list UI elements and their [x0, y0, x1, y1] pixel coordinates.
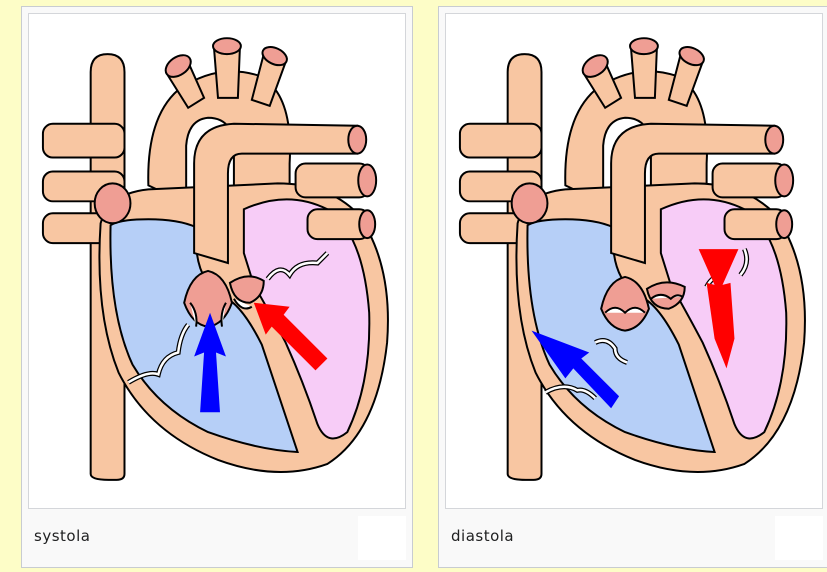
- systole-heart-svg: [29, 14, 405, 508]
- systole-panel: systola: [21, 6, 413, 568]
- diastole-caption: diastola: [451, 527, 514, 545]
- caption-corner: [775, 516, 823, 560]
- diastole-heart-diagram: [445, 13, 823, 509]
- caption-corner: [358, 516, 406, 560]
- systole-heart-diagram: [28, 13, 406, 509]
- systole-caption: systola: [34, 527, 90, 545]
- diastole-heart-svg: [446, 14, 822, 508]
- diastole-panel: diastola: [438, 6, 827, 568]
